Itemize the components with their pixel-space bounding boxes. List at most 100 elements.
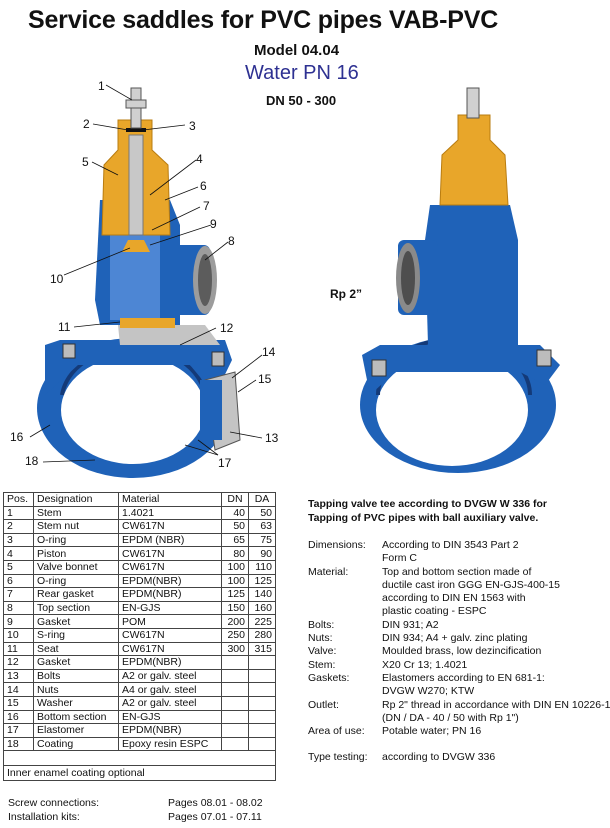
cell-designation: Stem [33,505,119,521]
cell-designation: Stem nut [33,519,119,534]
cell-material: 1.4021 [118,505,222,521]
cell-da: 90 [248,546,276,561]
callout-18: 18 [25,454,39,468]
cell-dn: 300 [221,641,249,657]
spec-row: Valve:Moulded brass, low dezincification [308,645,598,658]
cell-pos: 4 [3,546,34,561]
exterior-body [425,205,518,345]
saddle-body [45,340,232,395]
callout-13: 13 [265,431,279,445]
parts-table-note-row: Inner enamel coating optional [3,765,276,782]
col-pos: Pos. [3,492,34,507]
cell-da: 63 [248,519,276,534]
spec-value: Moulded brass, low dezincification [382,645,598,658]
cell-material: EPDM(NBR) [118,573,222,589]
callout-12: 12 [220,321,234,335]
spec-row: Bolts:DIN 931; A2 [308,619,598,632]
callout-11: 11 [58,320,71,334]
spec-value: Rp 2" thread in accordance with DIN EN 1… [382,699,610,726]
cell-da [248,695,276,711]
cell-pos: 2 [3,519,34,534]
callout-5: 5 [82,155,89,169]
cell-da [248,668,276,684]
cell-dn [221,682,249,697]
callout-15: 15 [258,372,272,386]
type-testing-row: Type testing: according to DVGW 336 [308,751,598,764]
description-heading-2: Tapping of PVC pipes with ball auxiliary… [308,512,539,524]
cell-pos: 12 [3,655,34,670]
spec-row: Area of use: Potable water; PN 16 [308,725,598,738]
spec-key: Nuts: [308,632,333,645]
cell-designation: Gasket [33,614,119,629]
cell-designation: O-ring [33,573,119,589]
cell-pos: 15 [3,695,34,711]
cell-designation: Rear gasket [33,587,119,602]
cutaway-illustration: 1 2 3 4 5 6 7 9 8 10 11 12 14 15 13 16 1… [10,79,279,478]
callout-8: 8 [228,234,235,248]
spec-value-line: DVGW W270; KTW [382,685,475,698]
cell-pos: 10 [3,627,34,643]
cell-designation: Washer [33,695,119,711]
spec-value-line: Potable water; PN 16 [382,725,482,738]
cell-pos: 1 [3,505,34,521]
seat [120,318,175,328]
cell-designation: Bottom section [33,709,119,725]
callout-2: 2 [83,117,90,131]
callout-16: 16 [10,430,24,444]
cell-pos: 13 [3,668,34,684]
spec-value-line: According to DIN 3543 Part 2 [382,539,519,551]
cell-material: POM [118,614,222,629]
cell-dn [221,723,249,738]
cell-material: CW617N [118,546,222,561]
spec-value-line: plastic coating - ESPC [382,605,487,618]
model-label: Model 04.04 [254,42,340,59]
cell-dn: 50 [221,519,249,534]
cell-da [248,736,276,752]
spec-value-line: according to DIN EN 1563 with [382,592,526,605]
cell-da: 280 [248,627,276,643]
exterior-bonnet [439,114,509,206]
spec-value-line: (DN / DA - 40 / 50 with Rp 1") [382,711,519,724]
col-designation: Designation [33,492,119,507]
cell-designation: Valve bonnet [33,559,119,575]
callout-3: 3 [189,119,196,133]
installation-kits-label: Installation kits: [8,811,80,823]
cell-da: 50 [248,505,276,521]
cell-designation: O-ring [33,532,119,548]
cell-designation: Gasket [33,655,119,670]
cell-material: CW617N [118,627,222,643]
pipe-opening [61,356,205,464]
cell-designation: Seat [33,641,119,657]
spec-row: Gaskets:Elastomers according to EN 681-1… [308,672,598,699]
spec-row: Outlet:Rp 2" thread in accordance with D… [308,699,610,726]
cell-da [248,723,276,738]
cell-da [248,655,276,670]
cell-material: EPDM(NBR) [118,587,222,602]
cell-da: 110 [248,559,276,575]
screw-connections-pages: Pages 08.01 - 08.02 [168,797,263,809]
spec-row: Nuts:DIN 934; A4 + galv. zinc plating [308,632,598,645]
cell-da: 315 [248,641,276,657]
cell-da: 140 [248,587,276,602]
cell-da [248,709,276,725]
callout-4: 4 [196,152,203,166]
spec-key: Stem: [308,658,336,671]
page-title: Service saddles for PVC pipes VAB-PVC [28,6,499,34]
spec-key: Area of use: [308,725,365,738]
cell-dn [221,736,249,752]
installation-kits-pages: Pages 07.01 - 07.11 [168,811,262,823]
cell-pos: 18 [3,736,34,752]
screw-connections-label: Screw connections: [8,797,100,809]
cell-da [248,682,276,697]
cell-dn: 40 [221,505,249,521]
spec-value-line: Top and bottom section made of [382,565,532,578]
